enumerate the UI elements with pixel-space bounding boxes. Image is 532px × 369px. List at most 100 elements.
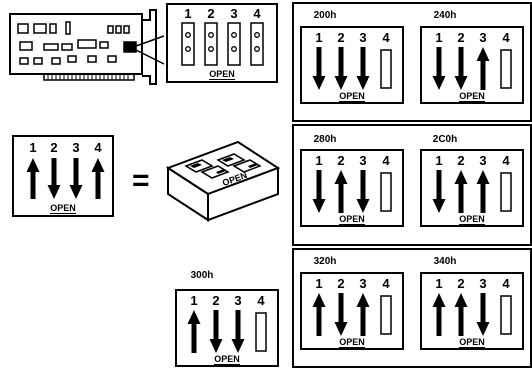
switch-number-4: 4 xyxy=(382,30,390,45)
switch-arrow-down xyxy=(312,47,326,90)
switch-number-1: 1 xyxy=(435,276,443,291)
switch-number-4: 4 xyxy=(257,293,265,308)
switch-number-2: 2 xyxy=(457,153,465,168)
switch-number-2: 2 xyxy=(337,30,345,45)
switch-number-4: 4 xyxy=(94,140,102,155)
jumper-pin xyxy=(185,32,191,38)
switch-arrows xyxy=(312,47,392,90)
jumper-pin xyxy=(254,32,260,38)
card-jumper-detail: 1 2 3 4 OPEN xyxy=(166,3,278,83)
open-label: OPEN xyxy=(459,214,485,225)
settings-group-2 xyxy=(292,124,532,246)
switch-number-4: 4 xyxy=(502,153,510,168)
switch-number-2: 2 xyxy=(50,140,58,155)
address-label: 240h xyxy=(433,10,457,21)
switch-number-3: 3 xyxy=(479,276,487,291)
network-card xyxy=(4,6,165,88)
equals-sign: = xyxy=(132,164,150,197)
switch-arrow-down xyxy=(432,47,446,90)
legend-arrows xyxy=(26,158,105,199)
switch-off-slot xyxy=(380,172,392,212)
switch-number-3: 3 xyxy=(479,30,487,45)
switch-arrows xyxy=(187,310,267,353)
address-label: 280h xyxy=(313,134,337,145)
switch-off-slot xyxy=(380,295,392,335)
switch-number-3: 3 xyxy=(72,140,80,155)
open-label: OPEN xyxy=(339,91,365,102)
jumper-block xyxy=(204,22,218,66)
switch-arrow-down xyxy=(476,293,490,336)
switch-arrows xyxy=(312,293,392,336)
open-label: OPEN xyxy=(209,69,235,80)
switch-arrows xyxy=(312,170,392,213)
jumper-blocks xyxy=(181,22,264,66)
switch-number-3: 3 xyxy=(230,6,238,21)
open-label: OPEN xyxy=(339,337,365,348)
switch-arrow-up xyxy=(356,293,370,336)
switch-number-2: 2 xyxy=(457,30,465,45)
switch-number-3: 3 xyxy=(359,30,367,45)
switch-arrow-down xyxy=(69,158,83,199)
switch-arrows xyxy=(432,170,512,213)
open-label: OPEN xyxy=(214,354,240,365)
switch-arrow-down xyxy=(209,310,223,353)
switch-off-slot xyxy=(500,295,512,335)
open-label: OPEN xyxy=(459,337,485,348)
switch-number-4: 4 xyxy=(502,30,510,45)
switch-arrow-down xyxy=(356,170,370,213)
switch-arrow-down xyxy=(334,293,348,336)
switch-number-1: 1 xyxy=(435,30,443,45)
switch-arrow-up xyxy=(334,170,348,213)
switch-off-slot xyxy=(380,49,392,89)
jumper-pin xyxy=(208,46,214,52)
jumper-pin xyxy=(231,32,237,38)
switch-arrow-up xyxy=(432,293,446,336)
jumper-pin xyxy=(185,46,191,52)
switch-number-3: 3 xyxy=(234,293,242,308)
switch-number-1: 1 xyxy=(315,30,323,45)
address-label: 320h xyxy=(313,256,337,267)
switch-number-2: 2 xyxy=(212,293,220,308)
switch-arrow-up xyxy=(476,170,490,213)
switch-number-3: 3 xyxy=(359,153,367,168)
switch-number-4: 4 xyxy=(502,276,510,291)
switch-off-slot xyxy=(500,49,512,89)
switch-arrow-up xyxy=(312,293,326,336)
switch-arrow-down xyxy=(432,170,446,213)
settings-group-1 xyxy=(292,2,532,122)
network-card-drawing xyxy=(9,9,165,85)
switch-number-1: 1 xyxy=(315,153,323,168)
switch-arrow-down xyxy=(231,310,245,353)
switch-arrow-down xyxy=(356,47,370,90)
switch-number-2: 2 xyxy=(337,276,345,291)
legend-switch: 1 2 3 4 OPEN xyxy=(12,135,114,217)
switch-number-1: 1 xyxy=(29,140,37,155)
switch-off-slot xyxy=(500,172,512,212)
switch-number-1: 1 xyxy=(435,153,443,168)
switch-number-4: 4 xyxy=(382,276,390,291)
switch-arrow-up xyxy=(454,293,468,336)
switch-number-1: 1 xyxy=(315,276,323,291)
address-label: 340h xyxy=(433,256,457,267)
open-label: OPEN xyxy=(459,91,485,102)
switch-arrows xyxy=(432,47,512,90)
switch-arrow-down xyxy=(334,47,348,90)
dip-switch-drawing xyxy=(165,140,281,222)
switch-off-slot xyxy=(255,312,267,352)
settings-group-3 xyxy=(292,248,532,368)
switch-number-3: 3 xyxy=(359,276,367,291)
switch-arrows xyxy=(432,293,512,336)
jumper-block xyxy=(250,22,264,66)
switch-arrow-up xyxy=(26,158,40,199)
switch-number-3: 3 xyxy=(479,153,487,168)
switch-number-2: 2 xyxy=(337,153,345,168)
switch-number-4: 4 xyxy=(382,153,390,168)
switch-arrow-up xyxy=(454,170,468,213)
open-label: OPEN xyxy=(50,203,76,214)
